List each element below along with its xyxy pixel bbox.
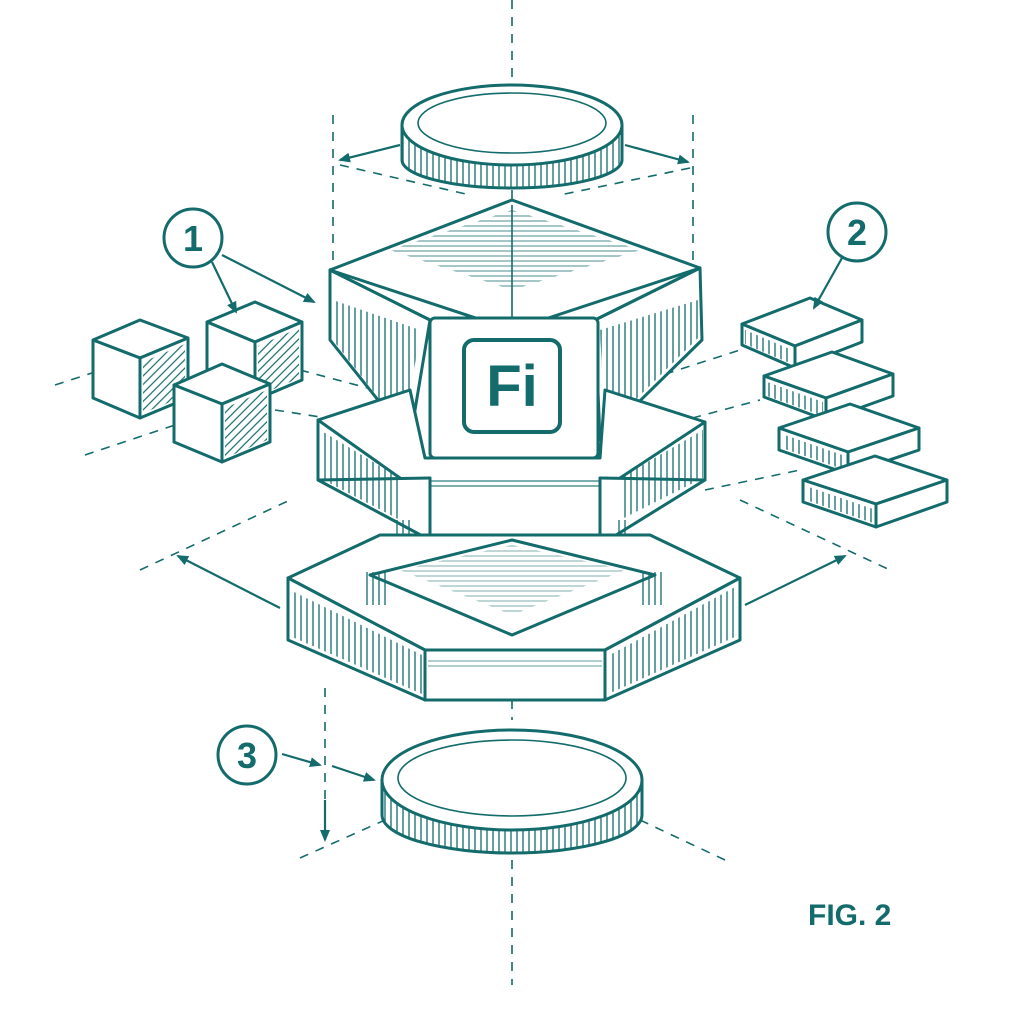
figure-label: FIG. 2 — [808, 899, 891, 932]
cube — [172, 362, 272, 464]
callout-3-label: 3 — [237, 735, 257, 776]
callout-1: 1 — [162, 207, 316, 314]
plate — [801, 454, 949, 529]
right-plates — [740, 296, 949, 529]
bottom-coin — [380, 728, 644, 855]
callout-2-label: 2 — [847, 212, 867, 253]
callout-3: 3 — [216, 724, 376, 786]
logo-panel: Fi — [428, 316, 600, 460]
base-hex-plate — [286, 533, 742, 702]
callout-2: 2 — [813, 201, 888, 310]
middle-hex-ring — [316, 388, 707, 548]
callout-1-label: 1 — [183, 218, 203, 259]
left-cubes — [91, 300, 304, 464]
plate — [740, 296, 864, 370]
logo-text: Fi — [486, 354, 538, 419]
top-coin — [400, 83, 624, 190]
top-dimension-lines — [332, 115, 694, 270]
